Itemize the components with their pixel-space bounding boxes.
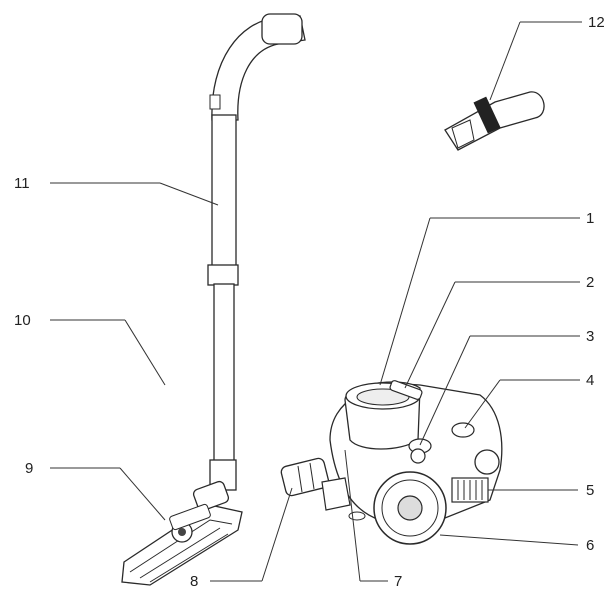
callout-1: 1 <box>586 210 594 227</box>
callout-4: 4 <box>586 372 594 389</box>
crevice-tool <box>444 91 545 151</box>
callout-12: 12 <box>588 14 605 31</box>
callout-7: 7 <box>394 573 402 590</box>
callout-2: 2 <box>586 274 594 291</box>
callout-labels: 12 11 10 9 1 2 3 4 5 6 7 8 <box>14 14 605 590</box>
callout-6: 6 <box>586 537 594 554</box>
floor-nozzle <box>121 480 243 586</box>
callout-10: 10 <box>14 312 31 329</box>
callout-5: 5 <box>586 482 594 499</box>
leader-lines <box>50 21 582 582</box>
callout-11: 11 <box>14 175 30 192</box>
hose <box>155 13 437 497</box>
callout-9: 9 <box>25 460 33 477</box>
telescopic-tube <box>207 114 239 491</box>
callout-8: 8 <box>190 573 198 590</box>
vacuum-body <box>321 380 503 545</box>
callout-3: 3 <box>586 328 594 345</box>
handle-grip <box>209 13 306 121</box>
